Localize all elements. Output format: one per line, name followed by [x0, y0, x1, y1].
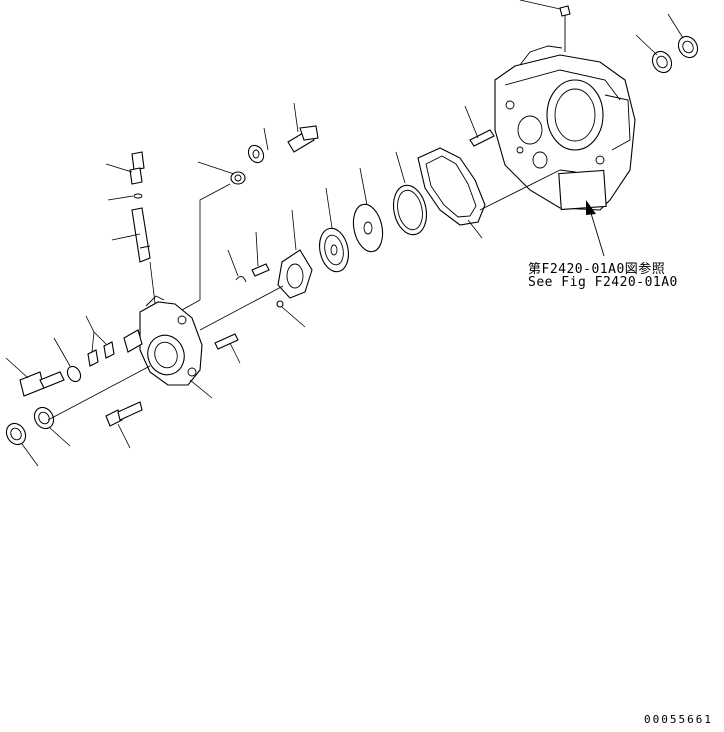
sensor-switch — [129, 151, 145, 185]
plate — [352, 203, 384, 253]
drawing-number: 00055661 — [644, 713, 713, 726]
washer-top — [247, 144, 265, 164]
clip — [235, 276, 247, 283]
gasket — [417, 147, 486, 226]
collar-pair — [87, 341, 115, 367]
shaft — [131, 207, 151, 263]
oil-seal-left-a — [33, 406, 55, 430]
dowel-pin-2 — [214, 333, 239, 350]
pump-body — [123, 295, 203, 386]
nut — [230, 171, 246, 185]
pump-rotor — [319, 227, 349, 273]
reference-note-english: See Fig F2420-01A0 — [528, 275, 678, 290]
o-ring — [392, 184, 428, 236]
oil-seal-small — [651, 50, 673, 74]
case-bolt — [559, 5, 571, 52]
spacer — [277, 249, 313, 299]
reference-note-japanese: 第F2420-01A0図参照 — [528, 262, 666, 277]
cap-bolt — [287, 125, 319, 153]
mounting-bolt — [105, 401, 143, 427]
ball — [276, 300, 284, 308]
seal-small — [66, 365, 82, 383]
small-ring — [133, 193, 143, 199]
reference-arrow — [586, 200, 605, 257]
oil-seal-large — [677, 35, 699, 59]
bracket — [19, 371, 65, 397]
oil-seal-left-b — [5, 422, 27, 446]
pin — [251, 263, 270, 277]
transmission-case — [494, 45, 636, 211]
dowel-pin — [469, 129, 495, 147]
